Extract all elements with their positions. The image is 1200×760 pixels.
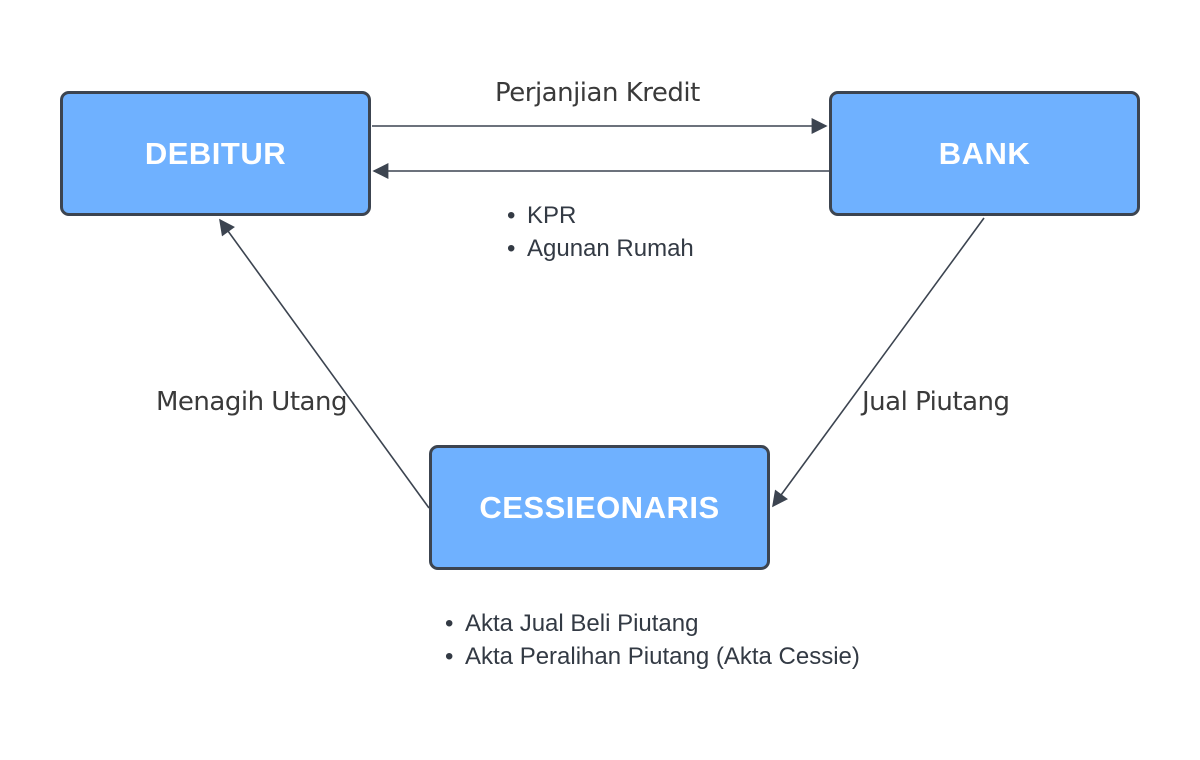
node-debitur: DEBITUR: [60, 91, 371, 216]
note-text: KPR: [527, 202, 577, 229]
node-bank: BANK: [829, 91, 1140, 216]
note-item: • Agunan Rumah: [507, 232, 694, 265]
edge-label-perjanjian-kredit: Perjanjian Kredit: [495, 78, 700, 108]
bullet-dot: •: [445, 610, 454, 637]
bullet-dot: •: [507, 235, 516, 262]
note-item: • Akta Jual Beli Piutang: [445, 607, 860, 640]
bullet-dot: •: [507, 202, 516, 229]
edge-label-menagih-utang: Menagih Utang: [156, 387, 347, 417]
note-list-kpr: • KPR • Agunan Rumah: [507, 199, 694, 265]
arrow-bank-to-cessieonaris: [772, 217, 985, 508]
bullet-dot: •: [445, 643, 454, 670]
note-item: • KPR: [507, 199, 694, 232]
note-item: • Akta Peralihan Piutang (Akta Cessie): [445, 640, 860, 673]
note-text: Agunan Rumah: [527, 235, 694, 262]
note-text: Akta Jual Beli Piutang: [465, 610, 699, 637]
arrow-cessieonaris-to-debitur: [219, 218, 430, 509]
edge-label-jual-piutang: Jual Piutang: [862, 387, 1010, 417]
note-text: Akta Peralihan Piutang (Akta Cessie): [465, 643, 860, 670]
node-cessieonaris: CESSIEONARIS: [429, 445, 770, 570]
note-list-akta: • Akta Jual Beli Piutang • Akta Peralihan …: [445, 607, 860, 673]
